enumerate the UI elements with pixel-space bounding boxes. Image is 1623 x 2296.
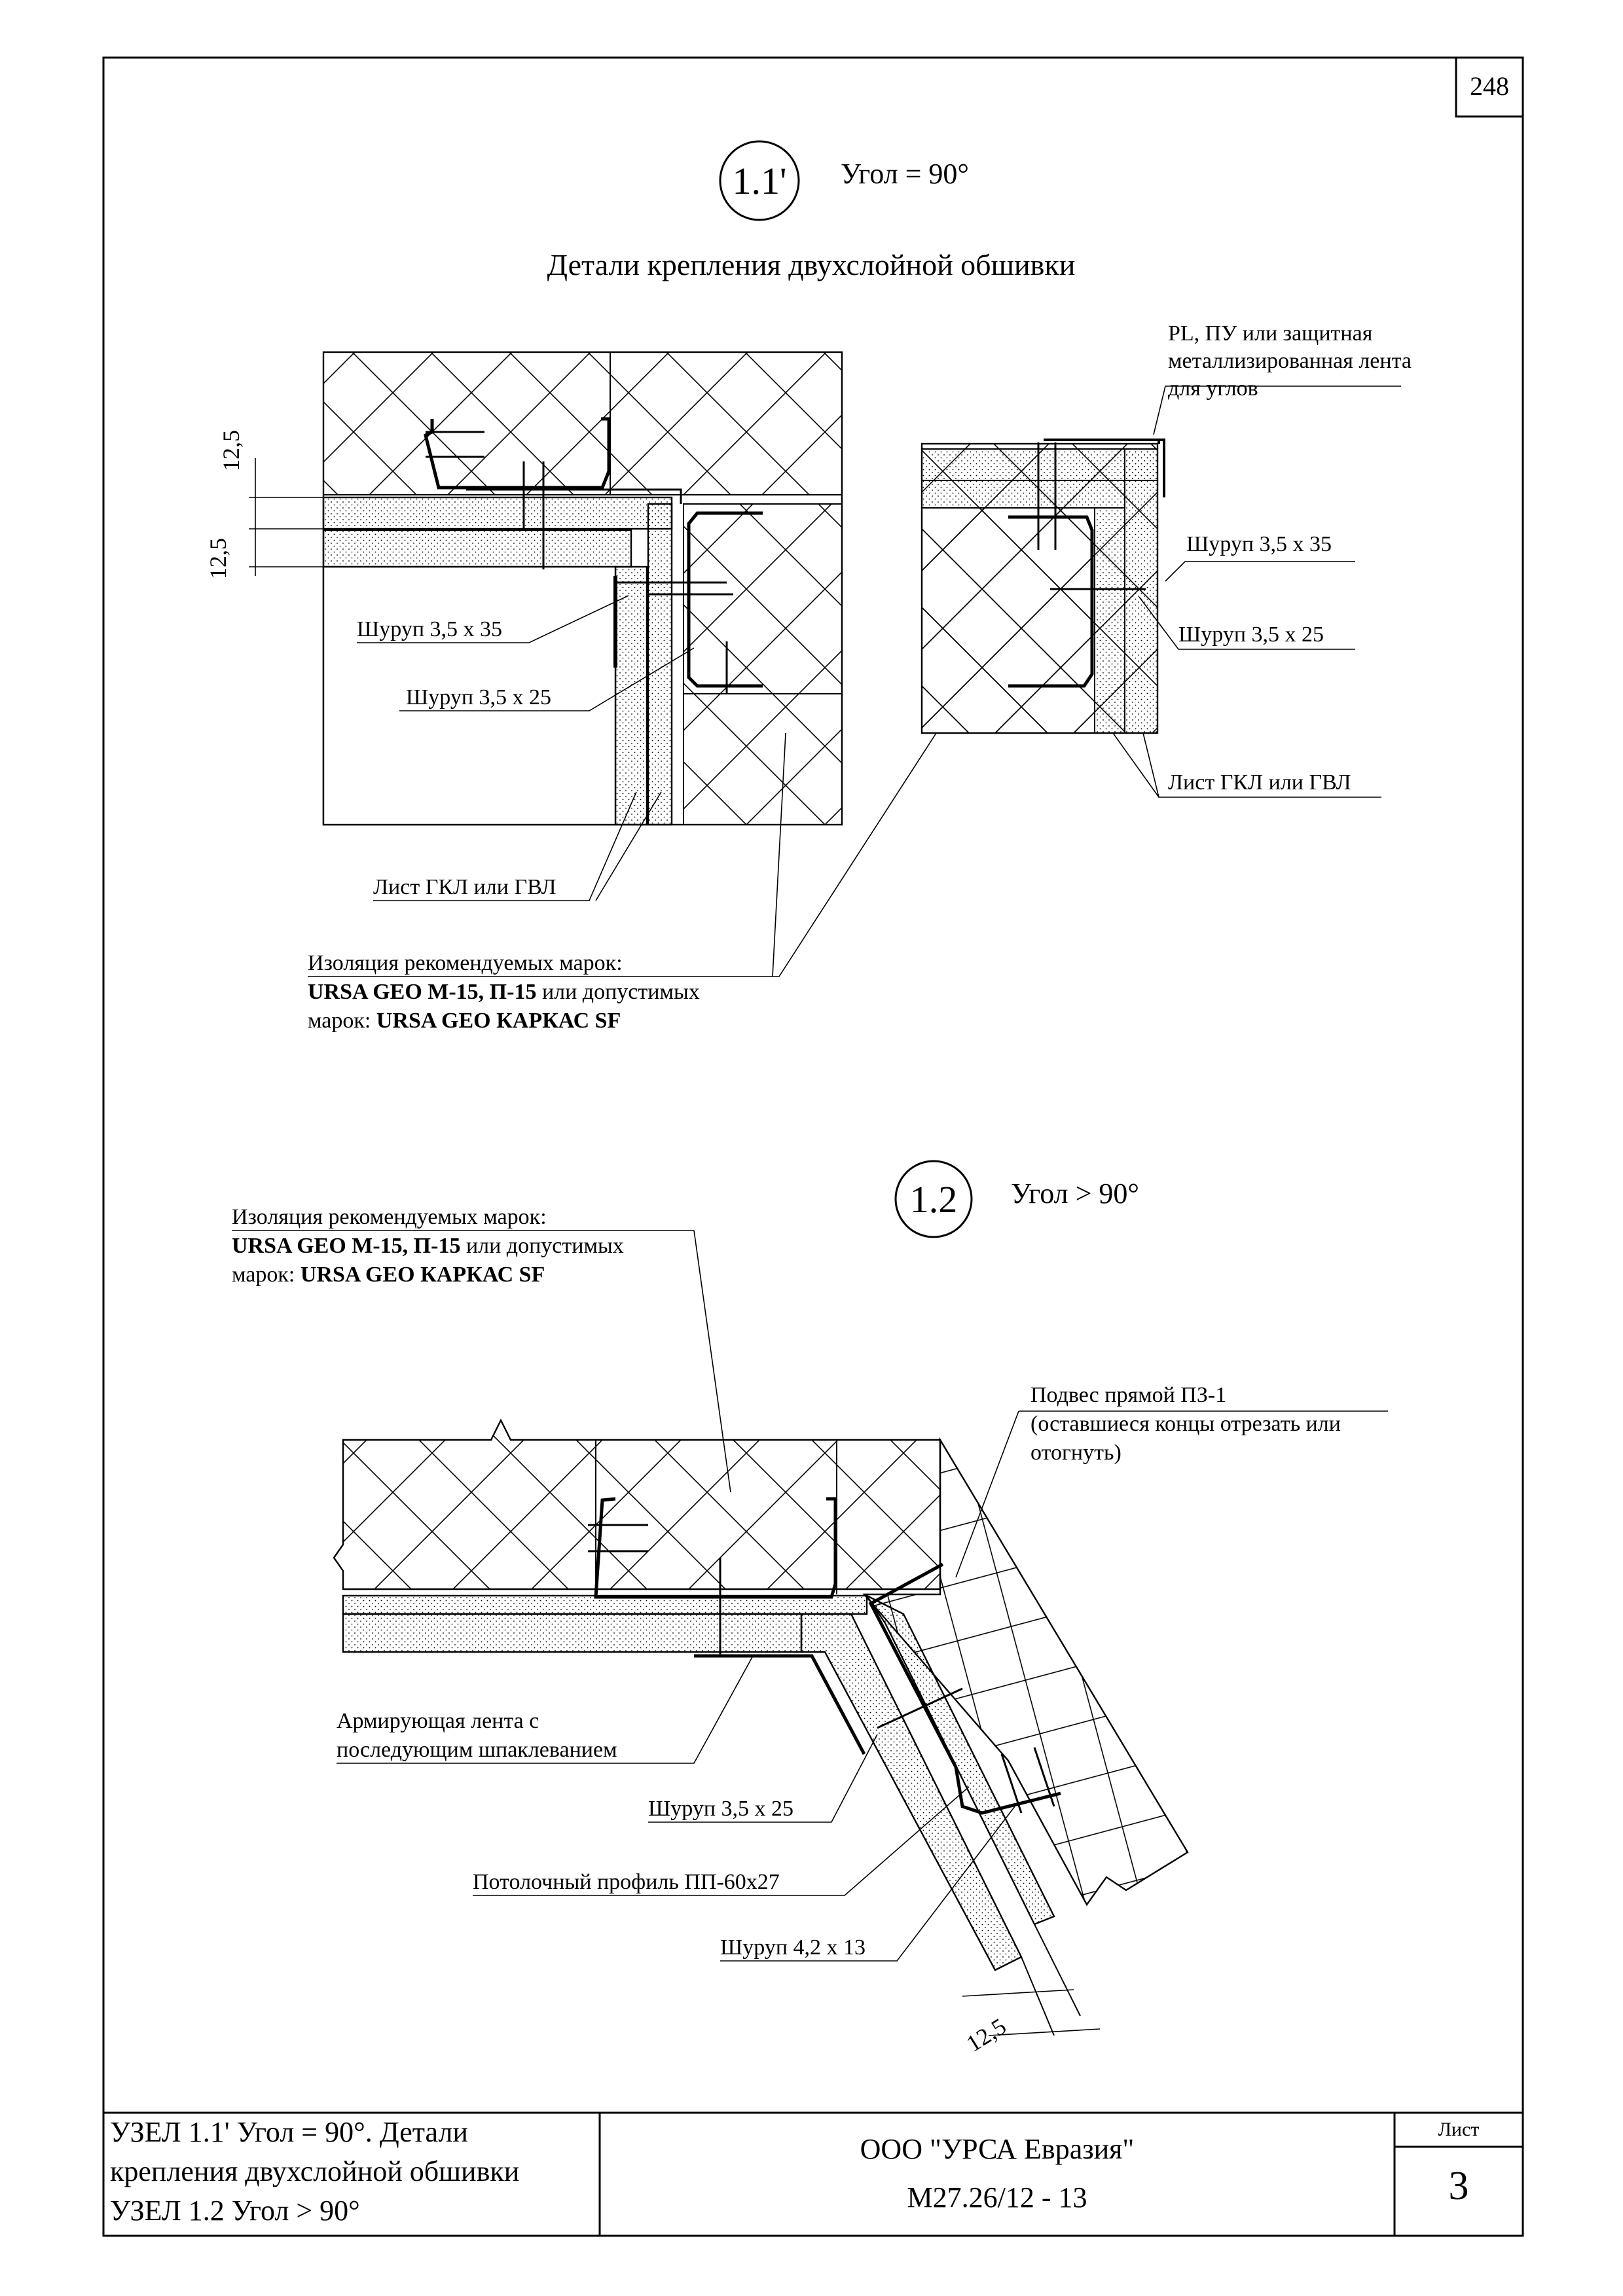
board-incl-2 [800, 1613, 1023, 1971]
node-1-1-left-drawing: 12,5 12,5 Шуруп 3,5 х 35 Шуруп 3,5 х 25 … [205, 351, 843, 901]
tape-line1: PL, ПУ или защитная [1168, 321, 1373, 346]
title-desc-line1: УЗЕЛ 1.1' Угол = 90°. Детали [110, 2116, 468, 2148]
hanger-line2: (оставшиеся концы отрезать или [1030, 1412, 1341, 1436]
node-1-2-number: 1.2 [910, 1178, 958, 1221]
document-code: М27.26/12 - 13 [907, 2181, 1087, 2214]
corner-angle [466, 488, 682, 504]
sheet-label: Лист [1438, 2119, 1480, 2140]
board-incl-1 [864, 1593, 1055, 1926]
screw-1-2-25: Шуруп 3,5 х 25 [648, 1797, 793, 1821]
node-1-1-angle: Угол = 90° [841, 158, 969, 190]
dim-bottom: 12,5 [205, 538, 231, 579]
node-1-1-title: Детали крепления двухслойной обшивки [547, 248, 1076, 281]
node-1-1-right-drawing: PL, ПУ или защитная металлизированная ле… [921, 321, 1412, 798]
insulation-horizontal [333, 1418, 941, 1590]
node-1-2-angle: Угол > 90° [1011, 1177, 1139, 1210]
node-1-2-insulation-callout: Изоляция рекомендуемых марок: URSA GEO М… [232, 1205, 731, 1493]
right-board-v1 [1124, 448, 1158, 734]
insulation-1-2-line1: Изоляция рекомендуемых марок: [232, 1205, 547, 1229]
c-profile-right [687, 511, 763, 688]
svg-text:марок: URSA GEO КАРКАС SF: марок: URSA GEO КАРКАС SF [308, 1009, 621, 1033]
node-1-1-circle [719, 140, 800, 221]
right-board-h2 [921, 480, 1125, 509]
right-screw-25: Шуруп 3,5 х 25 [1178, 622, 1324, 647]
title-desc-line2: крепления двухслойной обшивки [110, 2155, 520, 2187]
board-h-1 [342, 1594, 868, 1615]
right-c-profile [1008, 515, 1094, 688]
page-number-box [1455, 56, 1524, 118]
board-h-2 [342, 1613, 803, 1653]
node-1-1-insulation-callout: Изоляция рекомендуемых марок: URSA GEO М… [308, 732, 937, 1033]
insulation-1-1-line1: Изоляция рекомендуемых марок: [308, 951, 623, 975]
right-protective-tape [1044, 439, 1165, 497]
right-board-h1 [921, 448, 1158, 481]
node-1-2-dim: 12,5 [962, 2013, 1011, 2056]
screws-1-2 [588, 1524, 1055, 1814]
insulation-1-2-brand: URSA GEO М-15, П-15 [232, 1234, 460, 1258]
insulation-1-1-alt: URSA GEO КАРКАС SF [376, 1009, 621, 1033]
insulation-right [683, 503, 843, 825]
hanger-line3: отогнуть) [1030, 1441, 1122, 1465]
title-block [103, 2111, 1523, 2236]
node-1-1-header: 1.1' Угол = 90° Детали крепления двухсло… [547, 140, 1076, 281]
insulation-inclined [862, 1437, 1189, 1907]
node-1-2-circle [894, 1160, 973, 1238]
insulation-1-1-marks: марок: [308, 1009, 376, 1033]
right-screw-35: Шуруп 3,5 х 35 [1186, 532, 1332, 556]
left-screw-35: Шуруп 3,5 х 35 [357, 617, 502, 641]
board-layer-1-h [322, 496, 673, 530]
node-1-2-header: 1.2 Угол > 90° [894, 1160, 1139, 1238]
reinforcing-tape [694, 1654, 866, 1755]
board-layer-2-h [322, 529, 632, 568]
tape-1-2-line1: Армирующая лента с [337, 1709, 539, 1733]
insulation-1-2-alt: URSA GEO КАРКАС SF [301, 1263, 545, 1287]
outer-frame [102, 56, 1524, 2237]
svg-text:URSA GEO М-15, П-15 или допуст: URSA GEO М-15, П-15 или допустимых [232, 1234, 624, 1258]
left-sheet: Лист ГКЛ или ГВЛ [373, 875, 556, 899]
ceiling-profile-label: Потолочный профиль ПП-60х27 [473, 1870, 780, 1894]
svg-text:URSA GEO М-15, П-15 или допуст: URSA GEO М-15, П-15 или допустимых [308, 980, 700, 1004]
screw-1-2-42: Шуруп 4,2 х 13 [720, 1935, 866, 1960]
screws-left [426, 431, 733, 694]
insulation-1-2-or: или допустимых [460, 1234, 623, 1258]
ceiling-profile-h [594, 1497, 837, 1599]
page-number: 248 [1470, 71, 1509, 101]
right-board-v2 [1094, 507, 1125, 734]
insulation-top [323, 351, 843, 495]
board-layer-1-v [647, 503, 673, 826]
tape-line2: металлизированная лента [1168, 349, 1412, 373]
tape-line3: для углов [1168, 376, 1258, 401]
svg-text:марок: URSA GEO КАРКАС SF: марок: URSA GEO КАРКАС SF [232, 1263, 545, 1287]
insulation-1-1-brand: URSA GEO М-15, П-15 [308, 980, 536, 1004]
right-sheet: Лист ГКЛ или ГВЛ [1168, 770, 1351, 795]
insulation-1-2-marks: марок: [232, 1263, 301, 1287]
left-screw-25: Шуруп 3,5 х 25 [406, 685, 551, 709]
node-1-2-drawing: 12,5 Подвес прямой ПЗ-1 (оставшиеся конц… [333, 1383, 1388, 2057]
title-desc-line3: УЗЕЛ 1.2 Угол > 90° [110, 2195, 360, 2227]
board-layer-2-v [614, 565, 648, 826]
dim-top: 12,5 [218, 430, 244, 471]
hanger-line1: Подвес прямой ПЗ-1 [1030, 1383, 1226, 1407]
sheet-number: 3 [1448, 2164, 1469, 2208]
node-1-1-number: 1.1' [733, 160, 787, 202]
company-name: ООО "УРСА Евразия" [860, 2133, 1135, 2165]
tape-1-2-line2: последующим шпаклеванием [337, 1738, 617, 1762]
ceiling-profile-incl [868, 1562, 1061, 1815]
insulation-1-1-or: или допустимых [536, 980, 699, 1004]
